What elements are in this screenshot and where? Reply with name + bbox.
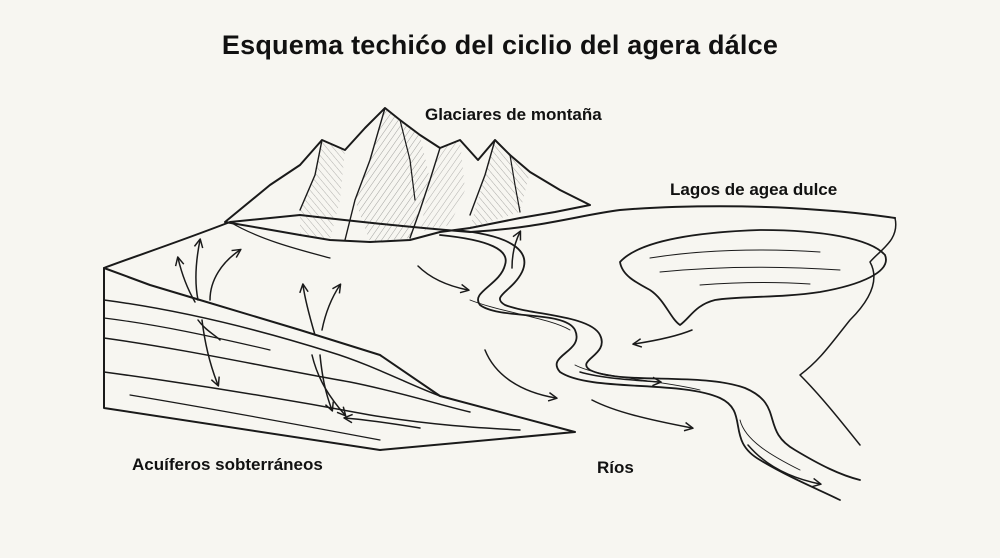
arrow-river-2 xyxy=(484,349,558,402)
arrow-infiltration-4 xyxy=(201,319,220,387)
label-aquifers: Acuíferos sobterráneos xyxy=(132,455,323,474)
diagram-title: Esquema techićo del ciclio del agera dál… xyxy=(221,30,779,60)
arrow-infiltration-5 xyxy=(197,319,221,341)
mountain-glaciers xyxy=(224,107,591,243)
arrow-infiltration-2 xyxy=(209,248,242,301)
ground-block xyxy=(103,205,897,451)
arrow-river-3 xyxy=(579,371,662,387)
arrow-lake-outflow xyxy=(632,329,693,348)
arrow-infiltration-1 xyxy=(193,238,204,301)
flow-arrows xyxy=(174,230,822,488)
label-glaciers: Glaciares de montaña xyxy=(425,105,602,124)
arrow-aquifer-flow xyxy=(343,413,421,429)
arrow-infiltration-3 xyxy=(174,256,196,303)
arrow-infiltration-9 xyxy=(311,354,347,417)
arrow-infiltration-7 xyxy=(321,283,342,331)
label-rivers: Ríos xyxy=(597,458,634,477)
arrow-infiltration-6 xyxy=(299,283,316,336)
arrow-river-4 xyxy=(591,399,694,432)
arrow-river-5 xyxy=(747,444,822,488)
arrow-evaporation-1 xyxy=(511,230,522,269)
arrow-river-1 xyxy=(417,265,470,294)
arrow-infiltration-8 xyxy=(319,354,334,412)
freshwater-lake xyxy=(619,229,887,326)
label-lakes: Lagos de agea dulce xyxy=(670,180,838,199)
river xyxy=(439,229,861,501)
